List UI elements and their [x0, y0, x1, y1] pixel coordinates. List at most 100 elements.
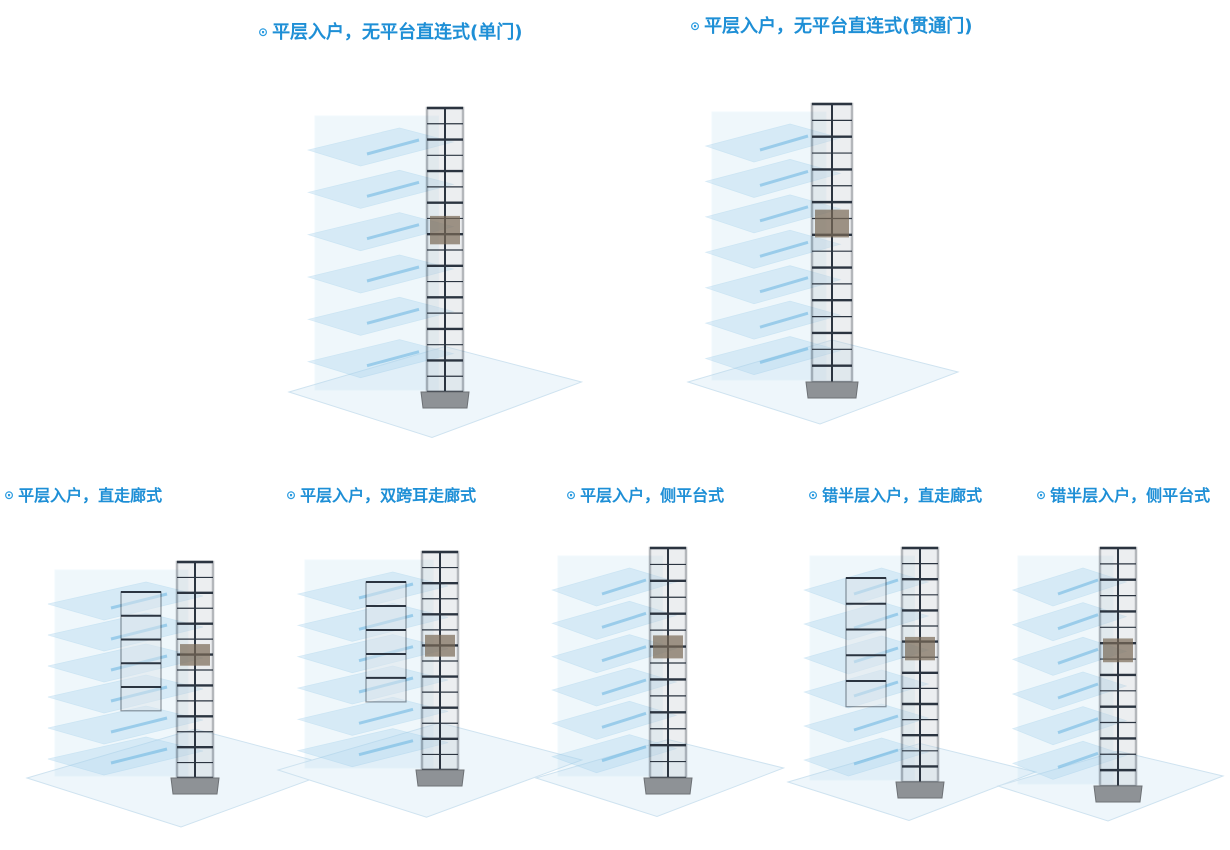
caption-side-platform: ⊙平层入户，侧平台式 [566, 486, 725, 505]
circle-dot-icon: ⊙ [566, 488, 577, 502]
elevator-scene [287, 106, 584, 439]
stair-flight [759, 169, 809, 187]
stair-flight [601, 645, 647, 663]
stair-flight [1057, 751, 1099, 769]
elevator-scene [276, 550, 584, 818]
floor-slab [551, 600, 678, 640]
circle-dot-icon: ⊙ [258, 25, 269, 39]
caption-single-door: ⊙平层入户，无平台直连式(单门) [258, 22, 523, 43]
stair-flight [759, 311, 809, 329]
circle-dot-icon: ⊙ [808, 488, 819, 502]
stair-flight [601, 578, 647, 596]
floor-slab [1011, 740, 1128, 780]
pit-base [1093, 785, 1143, 803]
floor-slab [704, 123, 842, 163]
pit-base [420, 391, 470, 409]
elevator-car [815, 209, 849, 238]
floor-slab [1011, 706, 1128, 746]
elevator-car [430, 215, 460, 245]
floor-slab [551, 667, 678, 707]
elevator-scene [686, 102, 960, 425]
pit-base [170, 777, 220, 795]
caption-split-level-corridor: ⊙错半层入户，直走廊式 [808, 486, 983, 505]
floor-slab [296, 728, 449, 768]
elevator-car [1103, 638, 1133, 663]
circle-dot-icon: ⊙ [286, 488, 297, 502]
circle-dot-icon: ⊙ [1036, 488, 1047, 502]
floor-slab [803, 737, 930, 777]
building-ghost [1017, 555, 1114, 785]
floor-slab [47, 705, 204, 745]
floor-slab [704, 336, 842, 375]
floor-slab [1011, 602, 1128, 642]
stair-flight [853, 748, 899, 766]
floor-slab [296, 696, 449, 736]
floor-slab [803, 703, 930, 743]
stair-flight [358, 707, 414, 725]
elevator-scene [786, 546, 1038, 822]
floor-slab [704, 265, 842, 305]
stair-flight [366, 350, 420, 368]
elevator-car [425, 634, 455, 657]
circle-dot-icon: ⊙ [4, 488, 15, 502]
stair-flight [366, 223, 420, 241]
pit-base [415, 769, 465, 787]
caption-double-ear-corridor: ⊙平层入户，双跨耳走廊式 [286, 486, 477, 505]
floor-slab [47, 736, 204, 776]
corridor-cage [365, 581, 407, 703]
stair-flight [601, 745, 647, 763]
stair-flight [366, 138, 420, 156]
pit-base [643, 777, 693, 795]
stair-flight [366, 180, 420, 198]
stair-flight [759, 240, 809, 258]
stair-flight [601, 711, 647, 729]
floor-slab [551, 734, 678, 774]
floor-slab [704, 300, 842, 340]
stair-flight [358, 739, 414, 757]
elevator-car [653, 635, 683, 659]
floor-slab [306, 339, 455, 379]
caption-through-door: ⊙平层入户，无平台直连式(贯通门) [690, 16, 973, 37]
stair-flight [1057, 717, 1099, 735]
stair-flight [601, 611, 647, 629]
stair-flight [366, 307, 420, 325]
floor-slab [704, 229, 842, 269]
stair-flight [1057, 647, 1099, 665]
floor-slab [1011, 671, 1128, 711]
floor-slab [306, 169, 455, 209]
pit-base [895, 781, 945, 799]
floor-slab [704, 194, 842, 234]
elevator-scene [534, 546, 786, 818]
elevator-car [905, 636, 935, 661]
stair-flight [759, 347, 809, 365]
stair-flight [759, 205, 809, 223]
elevator-car [180, 644, 210, 666]
stair-flight [110, 747, 168, 765]
floor-slab [306, 296, 455, 336]
stair-flight [1057, 613, 1099, 631]
floor-slab [306, 127, 455, 167]
caption-straight-corridor: ⊙平层入户，直走廊式 [4, 486, 163, 505]
pit-base [805, 381, 859, 399]
corridor-cage [120, 591, 162, 712]
stair-flight [853, 714, 899, 732]
circle-dot-icon: ⊙ [690, 19, 701, 33]
floor-slab [306, 254, 455, 294]
stair-flight [110, 716, 168, 734]
elevator-scene [996, 546, 1225, 822]
building-ghost [711, 111, 827, 381]
building-ghost [314, 115, 439, 391]
caption-split-level-side-platform: ⊙错半层入户，侧平台式 [1036, 486, 1211, 505]
stair-flight [759, 134, 809, 152]
floor-slab [551, 700, 678, 740]
stair-flight [366, 265, 420, 283]
stair-flight [601, 678, 647, 696]
floor-slab [1011, 567, 1128, 607]
stair-flight [1057, 578, 1099, 596]
stair-flight [1057, 682, 1099, 700]
stair-flight [759, 276, 809, 294]
elevator-scene [25, 560, 344, 828]
floor-slab [704, 159, 842, 198]
